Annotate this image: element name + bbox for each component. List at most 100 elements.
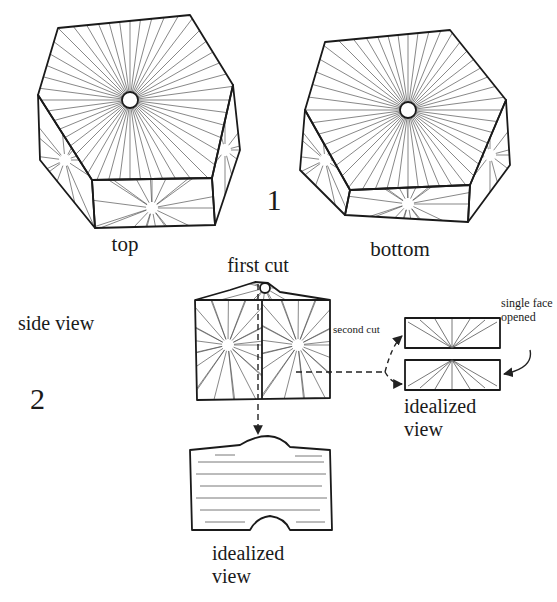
hatch-group (0, 8, 352, 405)
hatch-line (414, 111, 557, 136)
hatch-line (408, 116, 409, 310)
hatch-line (0, 23, 124, 97)
hatch-line (134, 0, 252, 95)
hatch-line (124, 292, 261, 429)
hatch-group (100, 145, 498, 544)
hatch-line (141, 8, 152, 202)
hatch-line (178, 351, 226, 539)
hatch-line (144, 293, 262, 447)
hatch-line (161, 157, 226, 340)
side-face (92, 178, 215, 228)
hatch-line (0, 48, 124, 98)
hatch-line (495, 159, 557, 277)
hatch-line (268, 293, 365, 461)
hatch-line (382, 0, 407, 104)
hatch-line (158, 208, 352, 209)
hatch-line (412, 0, 549, 106)
hatch-line (414, 204, 557, 205)
hatch-line (239, 294, 264, 486)
hatch-line (181, 350, 294, 508)
hatch-line (270, 188, 438, 285)
hatch-line (157, 158, 226, 339)
hatch-line (0, 74, 124, 99)
hatch-line (331, 33, 485, 151)
hatch-line (232, 349, 377, 478)
hatch-line (496, 155, 557, 156)
hatch-line (414, 112, 557, 162)
hatch-line (136, 100, 330, 101)
hatch-line (412, 209, 534, 360)
hatch-line (235, 10, 403, 107)
second-cut-line (296, 371, 385, 372)
hatch-line (329, 4, 450, 156)
view-label: bottom (355, 237, 445, 261)
hatch-line (0, 4, 61, 156)
side-face (468, 100, 510, 222)
hatch-line (267, 0, 404, 106)
hatch-line (111, 350, 224, 508)
hatch-line (30, 0, 127, 95)
hatch-line (414, 84, 557, 109)
face-arrow (504, 350, 530, 374)
hatch-line (300, 158, 369, 339)
hatch-line (134, 104, 271, 241)
hatch-line (103, 346, 292, 389)
hatch-line (438, 0, 489, 149)
hatch-line (409, 116, 434, 308)
hatch-line (408, 0, 409, 104)
hatch-line (130, 106, 131, 300)
hatch-line (173, 0, 224, 144)
hatch-line (248, 351, 296, 539)
hatch-line (304, 323, 497, 345)
hatch-line (234, 345, 428, 346)
center-knob (122, 92, 138, 108)
side-face (212, 85, 240, 225)
hatch-line (133, 105, 230, 273)
hatch-line (33, 346, 222, 389)
hatch-line (130, 0, 131, 94)
hatch-line (331, 97, 515, 158)
hatch-line (412, 209, 526, 366)
cut-label: second cut (333, 323, 403, 336)
hatch-line (56, 32, 149, 202)
hatch-line (413, 114, 557, 232)
hatch-line (297, 157, 484, 208)
hatch-line (62, 348, 223, 457)
hatch-line (215, 112, 402, 163)
hatch-line (300, 159, 372, 339)
hatch-line (164, 164, 320, 279)
hatch-line (132, 348, 293, 457)
hatch-line (0, 164, 60, 279)
hatch-line (25, 150, 219, 151)
hatch-line (234, 347, 415, 417)
hatch-line (78, 0, 129, 94)
cut-arrow (385, 336, 402, 372)
hatch-line (97, 194, 224, 340)
hatch-line (135, 0, 303, 97)
hatch-line (223, 33, 402, 107)
callout-number: 2 (30, 382, 54, 417)
hatch-line (133, 0, 230, 95)
note-label: single face opened (501, 297, 553, 325)
hatch-line (104, 0, 129, 94)
hatch-line (0, 134, 59, 159)
hatch-line (69, 4, 190, 156)
hatch-line (231, 157, 296, 340)
cut-arrow (385, 372, 402, 384)
side-view-block (195, 282, 330, 400)
hatch-line (304, 345, 498, 346)
view-label: side view (18, 312, 108, 335)
hatch-line (412, 0, 530, 105)
hatch-group (25, 0, 425, 350)
center-knob (400, 102, 416, 118)
hatch-line (136, 48, 323, 99)
hatch-line (228, 145, 230, 339)
hatch-line (410, 0, 484, 104)
hatch-group (127, 0, 525, 355)
hatch-line (235, 113, 403, 210)
hatch-line (0, 90, 147, 204)
hatch-line (0, 102, 124, 176)
hatch-line (490, 0, 491, 149)
hatch-line (250, 114, 404, 232)
